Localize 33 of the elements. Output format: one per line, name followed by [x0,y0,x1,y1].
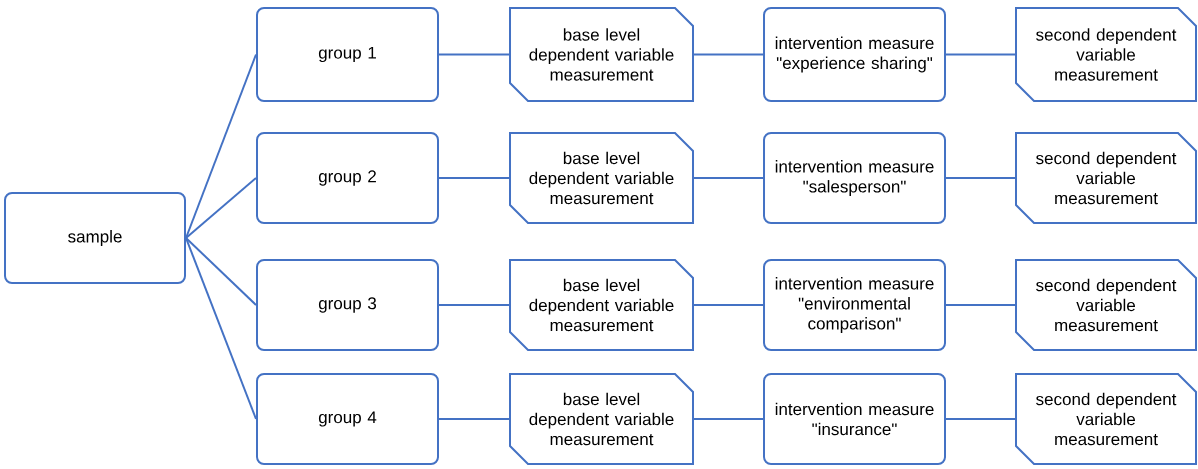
snipped-box: second dependent variable measurement [1015,373,1197,465]
connector-line [185,237,257,306]
connector-line [945,418,1016,420]
connector-line [185,53,257,239]
connector-line [693,304,764,306]
connector-line [185,177,257,239]
connector-line [438,418,510,420]
snipped-box: base level dependent variable measurement [509,259,694,351]
snipped-box: second dependent variable measurement [1015,7,1197,102]
connector-line [438,304,510,306]
connector-line [945,304,1016,306]
snipped-box: second dependent variable measurement [1015,132,1197,224]
process-box: intervention measure "environmental comparison" [763,259,946,351]
connector-line [693,53,764,56]
connector-line [693,418,764,420]
process-box: intervention measure "salesperson" [763,132,946,224]
process-box: intervention measure "insurance" [763,373,946,465]
process-box: group 2 [256,132,439,224]
connector-line [945,53,1016,56]
process-box: intervention measure "experience sharing" [763,7,946,102]
process-box: group 1 [256,7,439,102]
connector-line [438,177,510,179]
connector-line [185,237,257,420]
connector-line [945,177,1016,179]
snipped-box: base level dependent variable measurement [509,132,694,224]
process-box: group 4 [256,373,439,465]
process-box: group 3 [256,259,439,351]
connector-line [438,53,510,56]
snipped-box: base level dependent variable measurement [509,373,694,465]
process-box: sample [4,192,186,284]
snipped-box: base level dependent variable measurement [509,7,694,102]
snipped-box: second dependent variable measurement [1015,259,1197,351]
connector-line [693,177,764,179]
